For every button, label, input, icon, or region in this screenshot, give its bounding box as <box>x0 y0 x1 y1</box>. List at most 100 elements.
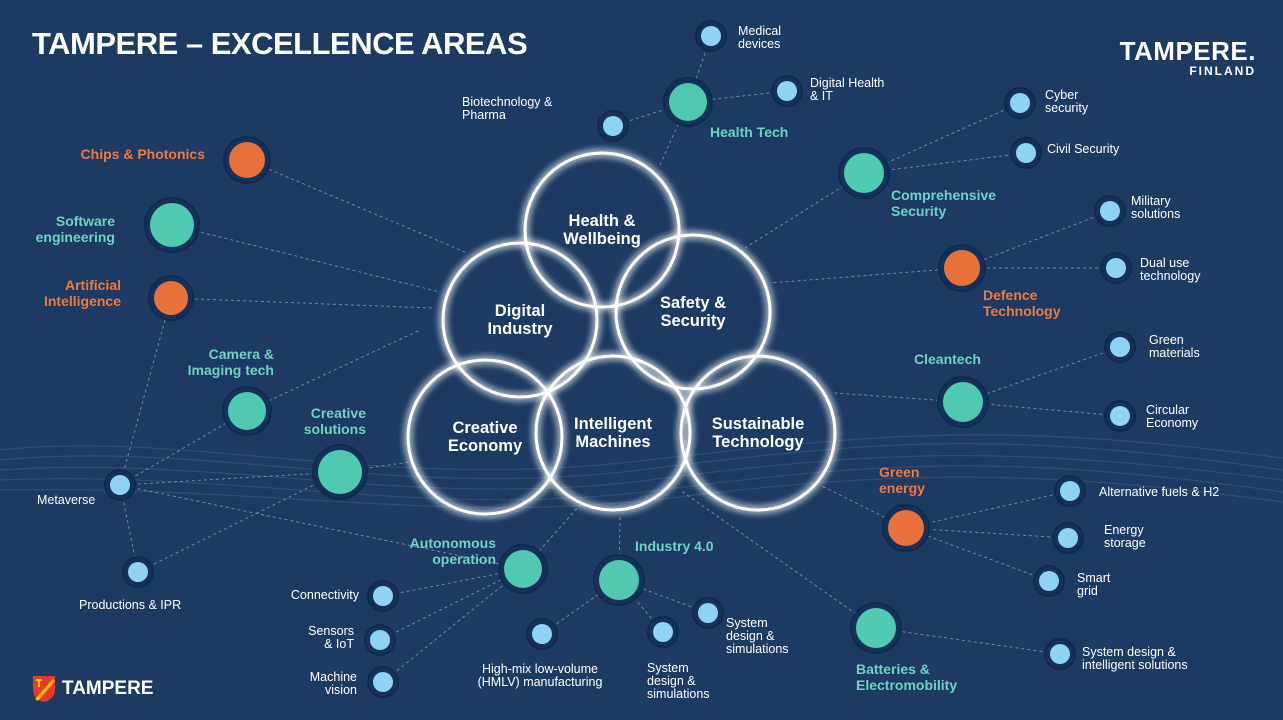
node-label-connectivity: Connectivity <box>291 588 360 602</box>
node-label-line: Camera & <box>209 346 274 362</box>
connector-line <box>962 401 1121 417</box>
node-label-industry40: Industry 4.0 <box>635 538 714 554</box>
area-label-health: Health &Wellbeing <box>563 212 641 248</box>
connector-line <box>618 514 621 581</box>
connector-line <box>119 484 524 570</box>
node-connectivity[interactable]: Connectivity <box>291 580 399 612</box>
node-camera[interactable]: Camera &Imaging tech <box>188 346 274 436</box>
page-title: TAMPERE – EXCELLENCE AREAS <box>32 26 528 61</box>
node-label-line: storage <box>1104 536 1146 550</box>
node-healthtech[interactable]: Health Tech <box>663 77 788 140</box>
node-label-civil: Civil Security <box>1047 142 1120 156</box>
node-label-line: Artificial <box>65 277 121 293</box>
node-label-line: operation <box>432 551 496 567</box>
node-dot <box>701 26 721 46</box>
node-label-sysdesign3: System design &intelligent solutions <box>1082 645 1188 672</box>
connector-line <box>171 224 441 293</box>
node-dot <box>856 608 896 648</box>
area-label-line: Economy <box>448 437 523 455</box>
node-label-line: grid <box>1077 584 1098 598</box>
node-industry40[interactable]: Industry 4.0 <box>593 538 714 606</box>
area-circle-intelligent <box>534 354 692 512</box>
node-hmlv[interactable]: High-mix low-volume(HMLV) manufacturing <box>478 618 603 689</box>
node-dot <box>1106 258 1126 278</box>
node-dot <box>110 475 130 495</box>
node-dot <box>698 603 718 623</box>
node-label-line: Comprehensive <box>891 187 996 203</box>
area-label-line: Health & <box>569 212 636 230</box>
node-digitalhealth[interactable]: Digital Health& IT <box>771 75 884 107</box>
node-label-line: Green <box>1149 333 1184 347</box>
node-label-line: Autonomous <box>410 535 497 551</box>
node-dot <box>944 250 980 286</box>
node-sysdesign3[interactable]: System design &intelligent solutions <box>1044 638 1188 672</box>
node-label-line: intelligent solutions <box>1082 658 1188 672</box>
node-batteries[interactable]: Batteries &Electromobility <box>850 602 957 693</box>
area-circle-digital <box>441 241 599 399</box>
node-altfuels[interactable]: Alternative fuels & H2 <box>1054 475 1219 507</box>
connector-line <box>905 490 1071 529</box>
connector-line <box>863 102 1021 174</box>
node-label-metaverse: Metaverse <box>37 493 95 507</box>
node-dot <box>777 81 797 101</box>
node-label-line: Green <box>879 464 919 480</box>
area-label-line: Machines <box>575 433 650 451</box>
node-cleantech[interactable]: Cleantech <box>914 351 989 428</box>
node-label-line: Cyber <box>1045 88 1078 102</box>
node-label-line: Imaging tech <box>188 362 274 378</box>
node-label-line: simulations <box>726 642 789 656</box>
node-dot <box>532 624 552 644</box>
area-label-line: Creative <box>452 419 517 437</box>
node-label-line: & IT <box>810 89 833 103</box>
node-biotech[interactable]: Biotechnology &Pharma <box>462 95 629 142</box>
area-label-line: Wellbeing <box>563 230 641 248</box>
node-sensors[interactable]: Sensors& IoT <box>308 624 396 656</box>
node-label-batteries: Batteries &Electromobility <box>856 661 957 693</box>
node-label-line: Software <box>56 213 115 229</box>
node-dot <box>1058 528 1078 548</box>
node-dot <box>504 550 542 588</box>
node-label-line: Productions & IPR <box>79 598 181 612</box>
node-label-camera: Camera &Imaging tech <box>188 346 274 378</box>
node-label-biotech: Biotechnology &Pharma <box>462 95 553 122</box>
node-chips[interactable]: Chips & Photonics <box>81 136 271 184</box>
node-metaverse[interactable]: Metaverse <box>37 469 136 507</box>
node-label-line: Energy <box>1104 523 1144 537</box>
connector-line <box>119 471 341 486</box>
node-label-line: Intelligence <box>44 293 121 309</box>
logo-name: TAMPERE <box>62 678 154 699</box>
node-productions[interactable]: Productions & IPR <box>79 556 181 612</box>
node-civil[interactable]: Civil Security <box>1010 137 1120 169</box>
node-label-line: vision <box>325 683 357 697</box>
node-dot <box>599 560 639 600</box>
